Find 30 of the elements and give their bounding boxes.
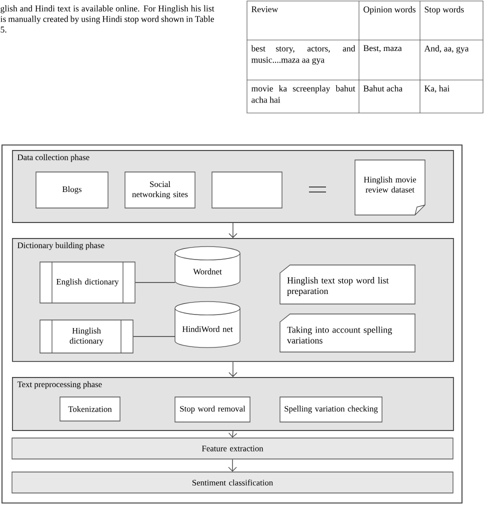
database-cylinder: Wordnet (174, 246, 240, 288)
table-text: And, aa, gya (424, 45, 469, 54)
connector-line (133, 336, 176, 337)
header-text: Review (252, 6, 278, 12)
source-box (212, 172, 282, 208)
table-text: Bahut acha (364, 85, 402, 92)
source-box: Social networking sites (124, 172, 196, 208)
database-cylinder: HindiWord net (174, 301, 240, 348)
step-bar: Sentiment classification (12, 472, 454, 494)
step-card: Taking into account spelling variations (280, 314, 416, 352)
table-text: Best, maza (364, 45, 402, 52)
source-box: Spelling variation checking (280, 396, 382, 422)
header-text: Stop words (424, 6, 464, 14)
dictionary-box: English dictionary (40, 262, 136, 304)
step-card: Hinglish text stop word list preparation (280, 264, 416, 304)
body-text: glish and Hindi text is available online. For Hinglish his list is manually created by using Hindi stop word shown in Table 5. (0, 5, 214, 33)
table-text: best story, actors, and music....maza aa gya (251, 45, 356, 65)
table-text: Ka, hai (424, 85, 450, 93)
header-text: Opinion words (364, 6, 416, 14)
source-box: Blogs (36, 172, 108, 208)
arrow (228, 362, 238, 377)
connector-line (135, 282, 176, 283)
table-text: movie ka screenplay bahut acha hai (251, 85, 356, 103)
step-bar: Feature extraction (12, 438, 454, 460)
arrow (228, 222, 238, 238)
dictionary-box: Hinglish dictionary (40, 320, 134, 354)
arrow (228, 459, 237, 472)
source-box: Tokenization (60, 396, 120, 422)
source-box: Stop word removal (174, 396, 250, 422)
arrow (228, 430, 238, 438)
